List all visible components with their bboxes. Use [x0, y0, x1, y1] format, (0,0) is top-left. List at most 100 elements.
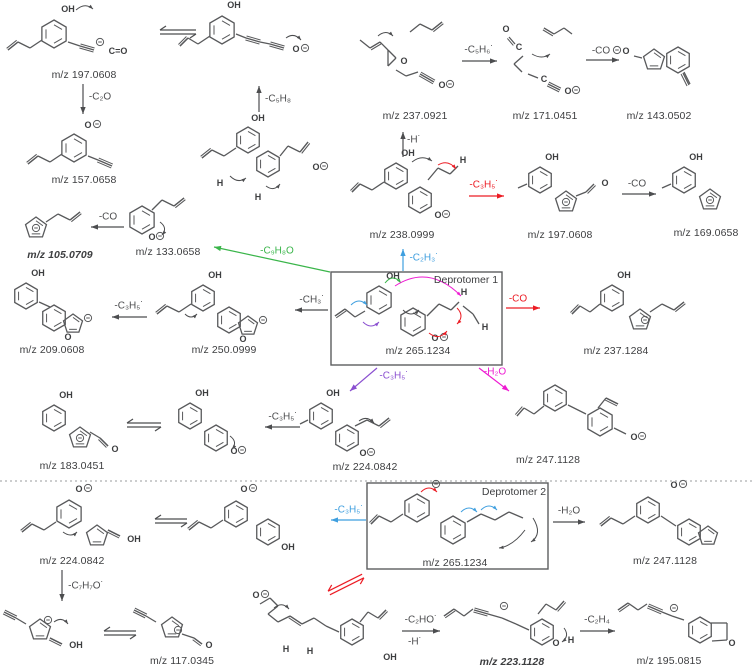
loss-label: -CO: [591, 45, 611, 57]
atom-label: O: [359, 448, 366, 458]
structure-ion-183-0451: OH O: [42, 390, 119, 454]
structure-ion-250-0999: OHO: [155, 270, 268, 344]
atom-label: OH: [617, 270, 631, 280]
reaction-arrow: [295, 307, 328, 313]
atom-label: H: [255, 192, 262, 202]
loss-label: -C₃H₅˙: [268, 411, 298, 423]
structure-ion-247-1128-b: O: [599, 479, 719, 546]
atom-label: H: [217, 178, 224, 188]
atom-label: H: [283, 644, 290, 654]
reaction-arrow: [622, 191, 656, 197]
mz-label: m/z 171.0451: [512, 110, 578, 122]
reaction-arrow: [462, 58, 497, 64]
loss-label: -C₃H₅˙: [334, 504, 364, 516]
mz-label: m/z 224.0842: [332, 461, 398, 473]
mz-label: m/z 209.0608: [19, 344, 85, 356]
mz-label: m/z 133.0658: [135, 246, 201, 258]
atom-label: OH: [281, 542, 295, 552]
atom-label: H: [307, 646, 314, 656]
mz-label: m/z 238.0999: [369, 229, 435, 241]
deprotomer-title: Deprotomer 1: [433, 274, 499, 286]
atom-label: O: [230, 446, 237, 456]
atom-label: OH: [386, 271, 400, 281]
loss-label: -C₅H₈: [265, 93, 291, 105]
structure-ion-209-0608: OHO: [14, 268, 93, 342]
atom-label: OH: [326, 388, 340, 398]
loss-label: -C₃H₅˙: [469, 179, 499, 191]
atom-label: OH: [127, 534, 141, 544]
atom-label: OH: [383, 652, 397, 662]
reaction-arrow: [80, 84, 86, 114]
equilibrium-arrow: [159, 25, 197, 39]
reaction-arrow: [213, 245, 331, 273]
atom-label: C: [541, 74, 548, 84]
loss-label: -C₂H₄: [584, 614, 610, 626]
atom-label: H: [568, 635, 575, 645]
reaction-arrow: [91, 224, 124, 230]
mz-label: m/z 183.0451: [39, 460, 105, 472]
equilibrium-arrow: [103, 626, 137, 640]
deprotomer-box: [366, 482, 549, 570]
structure-deprotomer-2-ion-265-1234: [369, 479, 538, 550]
reaction-arrow: [112, 314, 147, 320]
reaction-arrow: [506, 305, 540, 311]
atom-label: H: [482, 322, 489, 332]
mz-label: m/z 117.0345: [149, 655, 215, 667]
atom-label: C=O: [109, 46, 128, 56]
atom-label: OH: [545, 152, 559, 162]
loss-label: -CO: [627, 178, 647, 190]
structure-intermediate-resonance-247: OOH: [187, 483, 295, 552]
loss-label: -H₂O: [483, 366, 507, 378]
atom-label: O: [292, 44, 299, 54]
atom-label: O: [552, 638, 559, 648]
atom-label: O: [434, 210, 441, 220]
reaction-arrow: [469, 193, 504, 199]
reaction-arrow: [402, 628, 440, 634]
atom-label: O: [111, 444, 118, 454]
mz-label: m/z 247.1128: [632, 555, 698, 567]
reaction-arrow: [553, 519, 585, 525]
atom-label: OH: [59, 390, 73, 400]
mz-label: m/z 169.0658: [673, 227, 739, 239]
reaction-arrow: [400, 249, 406, 271]
atom-label: O: [75, 484, 82, 494]
deprotomer-title: Deprotomer 2: [481, 486, 547, 498]
mz-label: m/z 247.1128: [515, 454, 581, 466]
atom-label: OH: [251, 113, 265, 123]
reaction-arrow: [586, 57, 619, 63]
atom-label: C: [516, 42, 523, 52]
atom-label: OH: [689, 152, 703, 162]
equilibrium-arrow: [327, 573, 365, 596]
atom-label: OH: [401, 148, 415, 158]
structure-ion-195-0815: O: [617, 602, 736, 648]
reaction-arrow: [349, 367, 378, 392]
structure-ion-105-0709: [24, 211, 82, 238]
mz-label: m/z 223.1128: [479, 656, 545, 668]
mz-label: m/z 224.0842: [39, 555, 105, 567]
structure-ion-237-0921: OO: [359, 21, 455, 90]
equilibrium-arrow: [126, 418, 162, 432]
mz-label: m/z 105.0709: [27, 249, 93, 261]
loss-label: -C₂H₃˙: [409, 252, 439, 264]
equilibrium-arrow: [154, 514, 188, 528]
mz-label: m/z 237.1284: [583, 345, 649, 357]
structure-ion-169-0658: OH: [661, 152, 722, 210]
loss-label: -H₂O: [557, 505, 581, 517]
loss-label: -CO: [98, 211, 118, 223]
atom-label: O: [148, 232, 155, 242]
structure-intermediate-resonance-224: OHO: [178, 388, 247, 456]
atom-label: O: [312, 162, 319, 172]
atom-label: OH: [61, 4, 75, 14]
atom-label: OH: [31, 268, 45, 278]
atom-label: H: [460, 155, 467, 165]
structure-ion-197-resonance: OHO: [178, 0, 310, 54]
atom-label: O: [239, 334, 246, 344]
atom-label: O: [601, 178, 608, 188]
atom-label: O: [728, 638, 735, 648]
